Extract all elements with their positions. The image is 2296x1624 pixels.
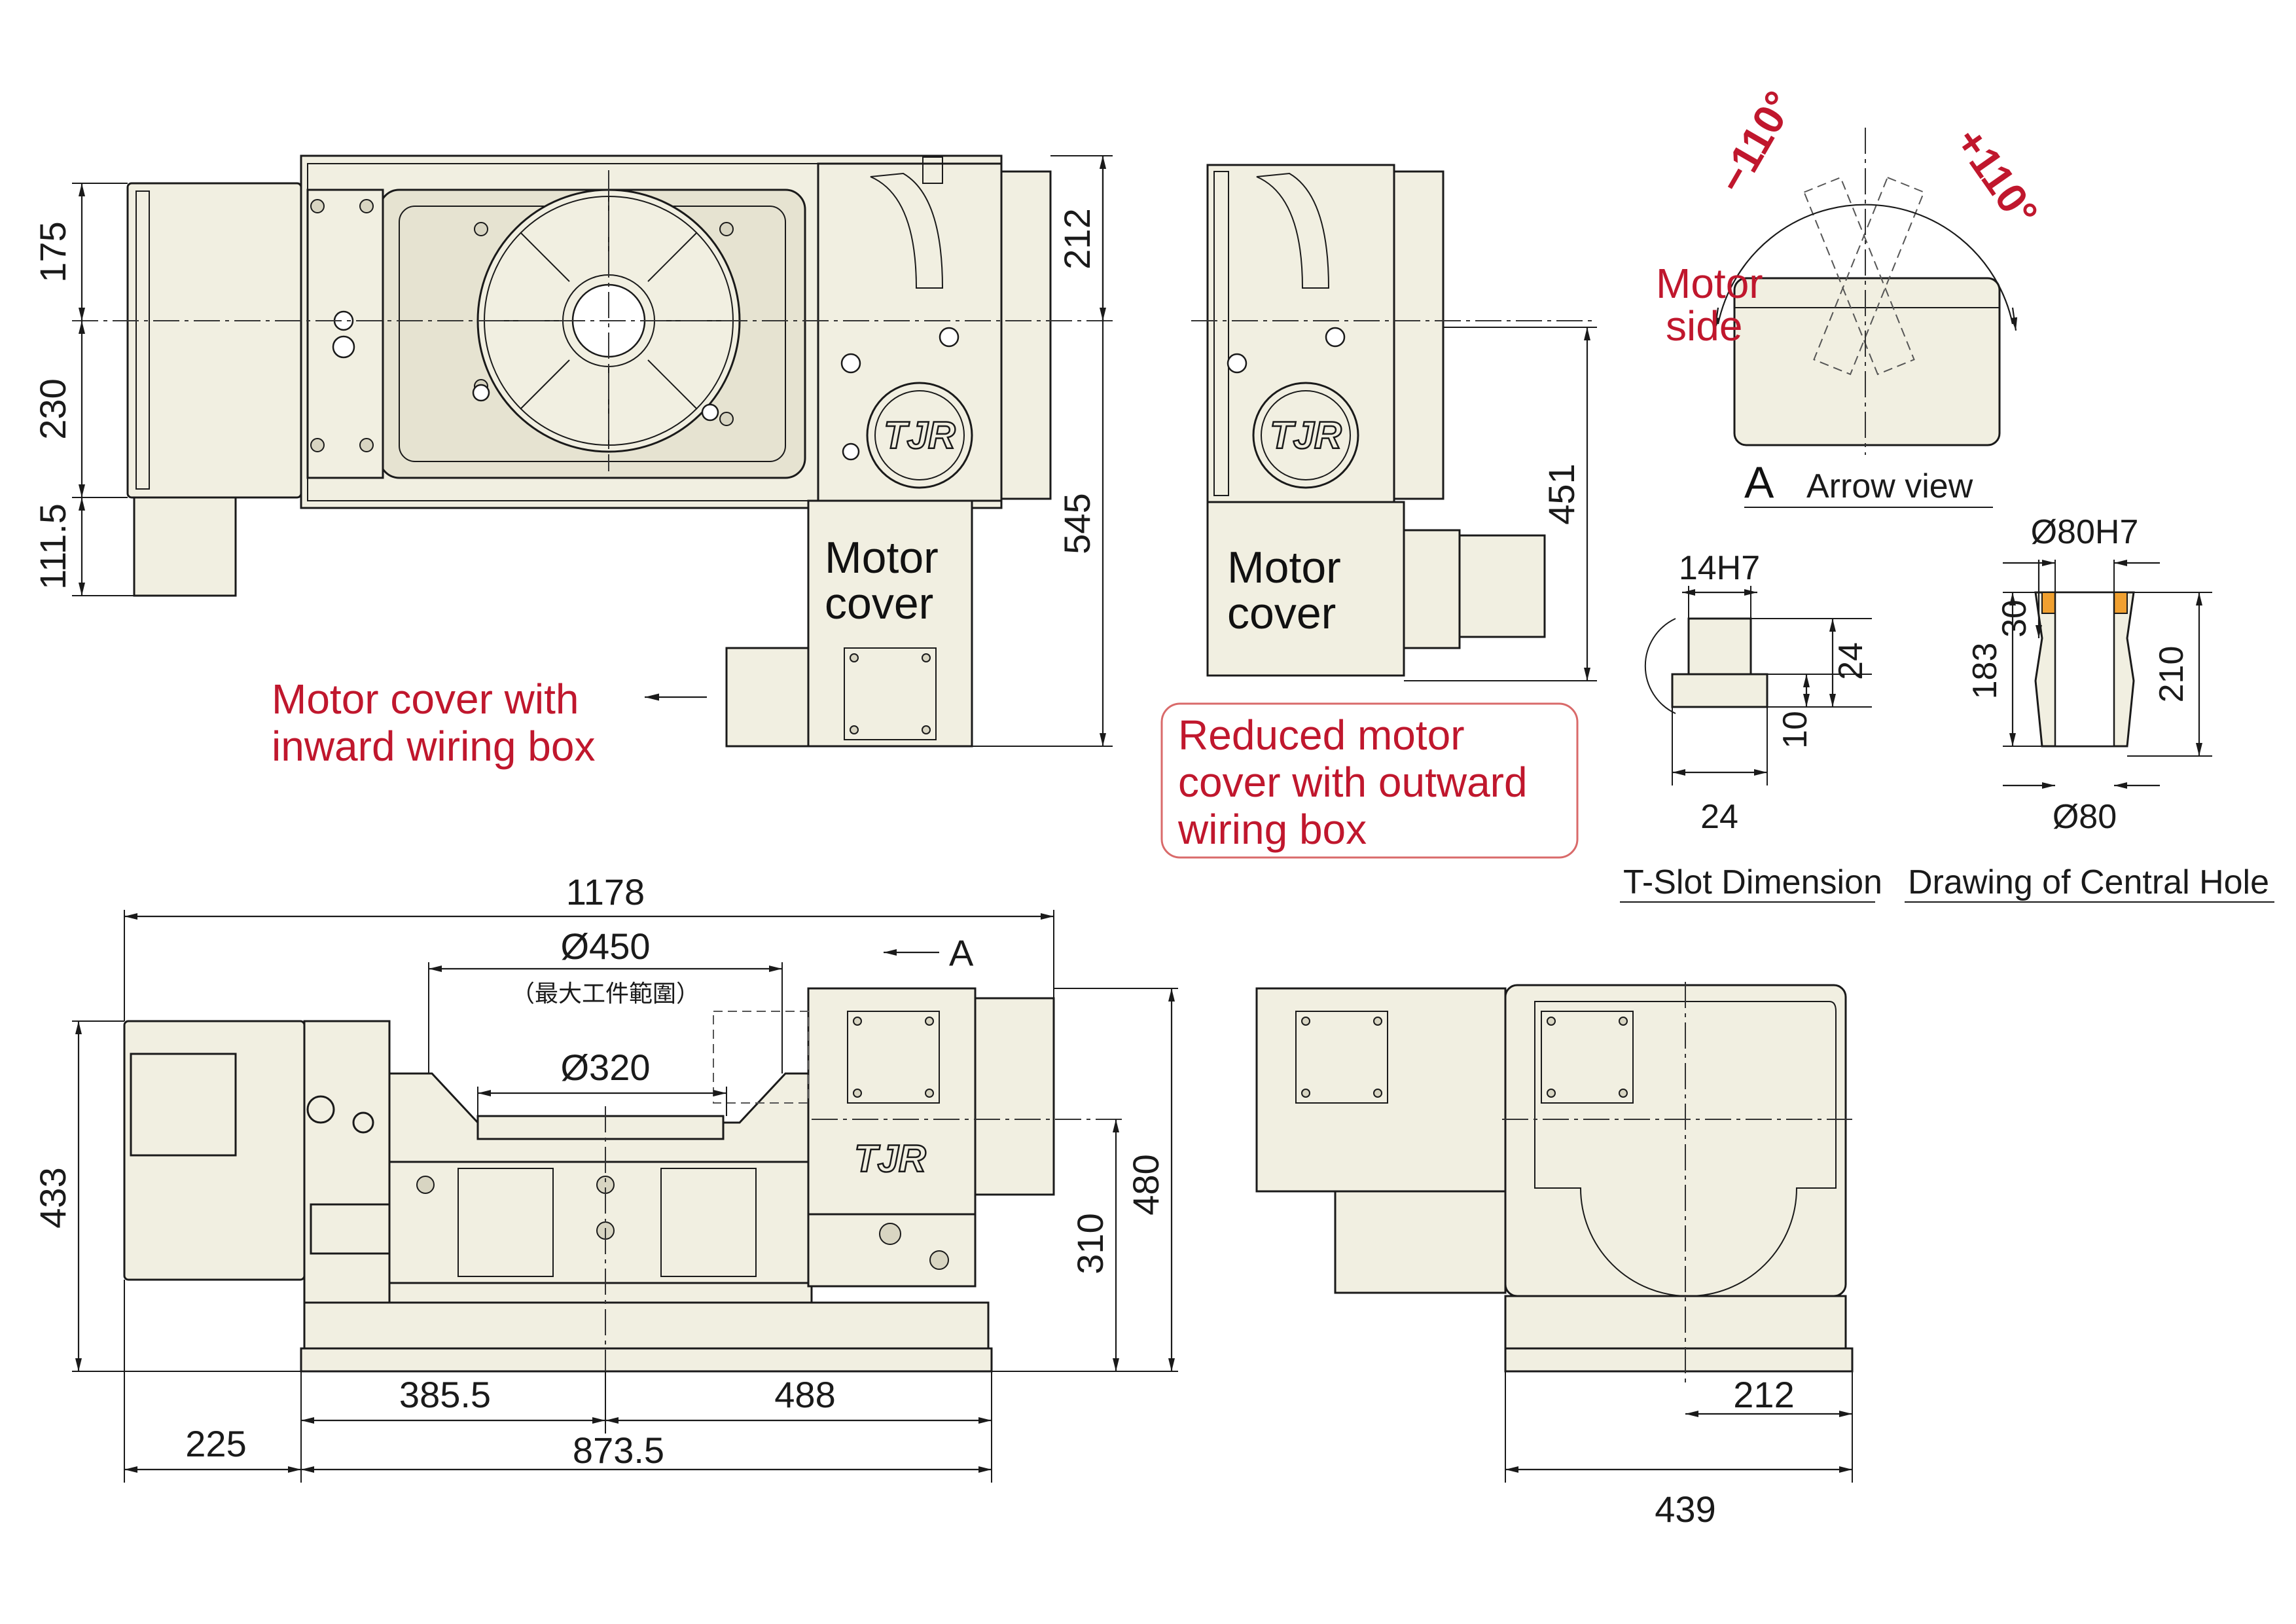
motor-cover [807,499,973,748]
dim-1178: 1178 [566,871,645,912]
t-slot-title: T-Slot Dimension [1623,863,1882,901]
central-hole-183: 183 [1966,643,2004,700]
t-slot-24-vertical: 24 [1832,642,1870,680]
t-slot-14h7: 14H7 [1679,549,1760,587]
dim-212-top: 212 [1056,208,1098,269]
t-slot-24-horizontal: 24 [1700,798,1738,836]
reduced-motor-cover [1206,501,1405,677]
table-top [476,1115,725,1140]
front-left-support [303,1020,391,1310]
callout-reduced-1: Reduced motor [1178,712,1465,759]
inward-wiring-box [725,647,810,748]
callout-inward-1: Motor cover with [272,676,579,723]
support-block-left [306,189,384,479]
central-hole-title: Drawing of Central Hole [1908,863,2269,901]
dim-320: Ø320 [561,1047,651,1088]
side-dim-212: 212 [1733,1374,1794,1415]
callout-reduced-3: wiring box [1177,806,1367,853]
top-view: TJR Motor cover 175 230 111.5 212 545 [32,154,1113,770]
motor-side-2: side [1666,302,1742,350]
front-base-plate [300,1347,993,1373]
dim-385-5: 385.5 [399,1374,491,1415]
front-brand-logo: TJR [854,1138,926,1180]
dim-230: 230 [32,378,73,439]
central-hole-detail: 183 30 Ø80H7 210 Ø80 Drawing of Central … [1905,513,2274,903]
t-slot-detail: 14H7 24 10 24 T-Slot Dimension [1620,549,1882,903]
arrow-view-letter: A [1744,458,1774,507]
dim-433: 433 [32,1167,73,1228]
front-motor-cover-plate [130,1053,237,1157]
front-view: TJR 1178 Ø450 （最大工件範圍） Ø320 A 433 [32,871,1178,1483]
side-lower-body [1504,1295,1847,1350]
arrow-view-body [1733,277,2001,446]
front-side-box [974,997,1055,1196]
dim-111-5: 111.5 [32,503,73,590]
outward-wiring-box [1458,534,1546,638]
plus-110-angle: +110° [1946,119,2047,235]
t-slot-head [1671,673,1768,708]
dim-873-5: 873.5 [573,1430,664,1471]
arrow-a-indicator: A [949,932,974,973]
dim-451: 451 [1541,463,1582,524]
central-hole-80: Ø80 [2053,798,2117,836]
arrow-view-caption: Arrow view [1806,467,1973,505]
max-workpiece-note: （最大工件範圍） [511,981,700,1007]
central-hole-210: 210 [2153,646,2191,703]
dim-488: 488 [774,1374,835,1415]
side-base-plate [1504,1347,1854,1373]
motor-cover-label-1: Motor [825,533,939,583]
wiring-box [133,496,237,597]
dim-225: 225 [185,1423,246,1464]
callout-reduced-2: cover with outward [1178,759,1528,806]
central-hole-30: 30 [1996,600,2034,638]
side-main-body [1504,984,1847,1297]
minus-110-angle: −110° [1708,83,1803,201]
reduced-cover-view: TJR Motor cover 451 Reduced motor cover … [1160,164,1597,859]
central-hole-80h7: Ø80H7 [2031,513,2139,551]
motor-housing [126,182,302,499]
motor-side-1: Motor [1656,260,1763,307]
logo-disc [866,382,973,489]
reduced-motor-cover-label-1: Motor [1227,543,1341,592]
side-box [1000,170,1052,500]
reduced-side-box [1393,170,1444,500]
side-view: 212 439 [1255,982,1854,1530]
callout-inward-2: inward wiring box [272,723,595,770]
t-slot-neck [1687,617,1752,676]
dim-480: 480 [1125,1154,1166,1215]
reduced-callout-box [1160,702,1579,859]
dim-450: Ø450 [561,926,651,967]
reduced-motor-cover-label-2: cover [1227,588,1336,638]
side-motor-cover [1334,1190,1507,1294]
t-slot-10: 10 [1776,711,1814,749]
dim-175: 175 [32,221,73,282]
arrow-view: −110° +110° Motor side A Arrow view [1656,83,2047,508]
brand-logo: TJR [884,414,956,457]
side-dim-439: 439 [1655,1489,1715,1530]
dim-310: 310 [1069,1213,1111,1274]
reduced-brand-logo: TJR [1270,414,1342,457]
reduced-logo-disc [1252,382,1359,489]
dim-545: 545 [1056,493,1098,554]
motor-cover-label-2: cover [825,579,933,628]
